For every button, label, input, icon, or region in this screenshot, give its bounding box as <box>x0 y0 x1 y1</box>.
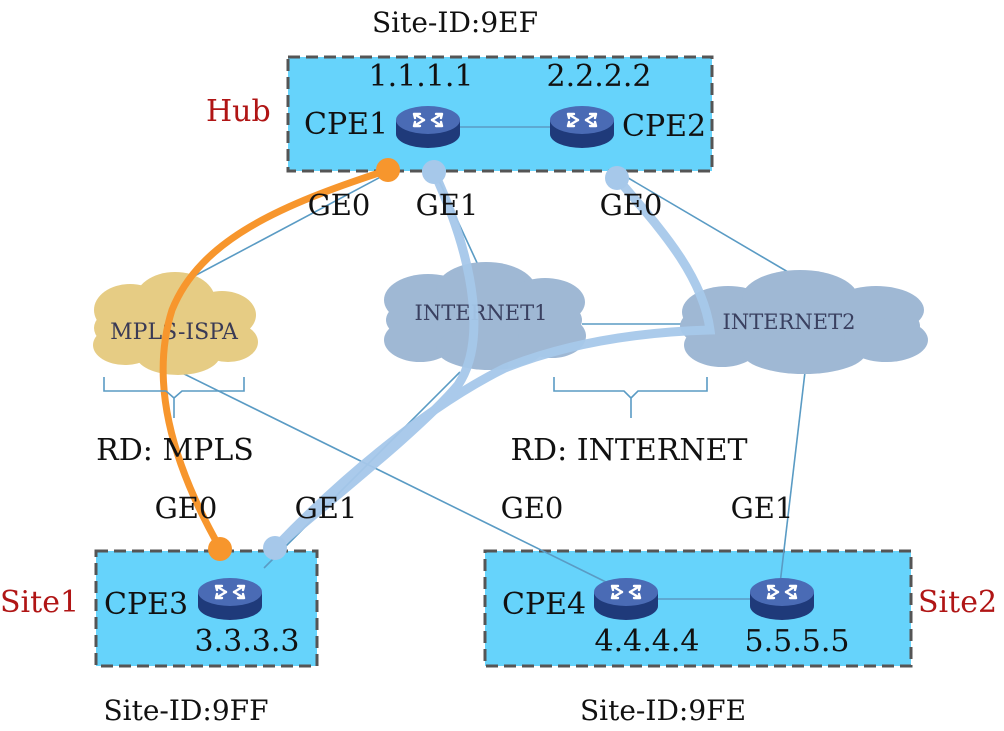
cpe2-name: CPE2 <box>622 109 706 144</box>
cpe4-name: CPE4 <box>502 587 586 622</box>
site1-label: Site1 <box>0 585 79 620</box>
cpe1-ge0-label: GE0 <box>308 188 371 222</box>
port-dot-cpe2-ge0 <box>605 166 629 190</box>
cpe4-ip: 4.4.4.4 <box>595 624 700 659</box>
router-icon-cpe2 <box>548 104 616 150</box>
site2-site-id: Site-ID:9FE <box>580 694 746 727</box>
router-icon-cpe3 <box>196 576 264 622</box>
rd-mpls-brace <box>103 377 245 418</box>
router-icon-cpe1 <box>394 104 462 150</box>
link-cpe1-mpls <box>167 171 391 291</box>
link-internet2-cpe5 <box>779 371 806 585</box>
port-dot-cpe1-ge1 <box>422 160 446 184</box>
tunnel-cpe1-cpe3 <box>270 167 479 553</box>
site2-ge0-label: GE0 <box>501 491 564 525</box>
cpe3-ip: 3.3.3.3 <box>195 624 300 659</box>
hub-site-id: Site-ID:9EF <box>372 6 538 39</box>
port-dot-cpe1-ge0 <box>376 158 400 182</box>
site1-site-id: Site-ID:9FF <box>103 694 268 727</box>
blue-tunnels <box>270 167 716 553</box>
cpe1-ip: 1.1.1.1 <box>369 59 474 94</box>
port-dot-cpe3-ge1 <box>263 536 287 560</box>
site1-ge1-label: GE1 <box>295 491 358 525</box>
internet1-cloud-label: INTERNET1 <box>415 301 548 325</box>
mpls-cloud-label: MPLS-ISPA <box>110 320 239 345</box>
tunnel-orange-cpe1-cpe3 <box>159 166 392 552</box>
internet2-cloud-label: INTERNET2 <box>723 310 856 334</box>
router-icon-cpe5 <box>748 576 816 622</box>
rd-internet-brace <box>553 377 708 418</box>
router-icon-cpe4 <box>592 576 660 622</box>
cpe2-ip: 2.2.2.2 <box>547 59 652 94</box>
cpe1-ge1-label: GE1 <box>416 188 479 222</box>
cpe1-name: CPE1 <box>304 107 388 142</box>
cpe5-ip: 5.5.5.5 <box>745 624 850 659</box>
port-dot-cpe3-ge0 <box>208 537 232 561</box>
link-mpls-cpe4 <box>171 367 613 586</box>
site2-box <box>483 549 913 668</box>
tunnel-cpe2-cpe3 <box>270 173 716 553</box>
site1-ge0-label: GE0 <box>155 491 218 525</box>
hub-label: Hub <box>206 94 271 129</box>
link-cpe2-internet2 <box>617 171 806 283</box>
site2-ge1-label: GE1 <box>731 491 794 525</box>
rd-mpls-label: RD: MPLS <box>96 433 254 468</box>
cpe3-name: CPE3 <box>104 587 188 622</box>
rd-internet-label: RD: INTERNET <box>510 433 747 468</box>
cpe2-ge0-label: GE0 <box>600 188 663 222</box>
site2-label: Site2 <box>918 585 997 620</box>
hub-box <box>286 55 714 173</box>
